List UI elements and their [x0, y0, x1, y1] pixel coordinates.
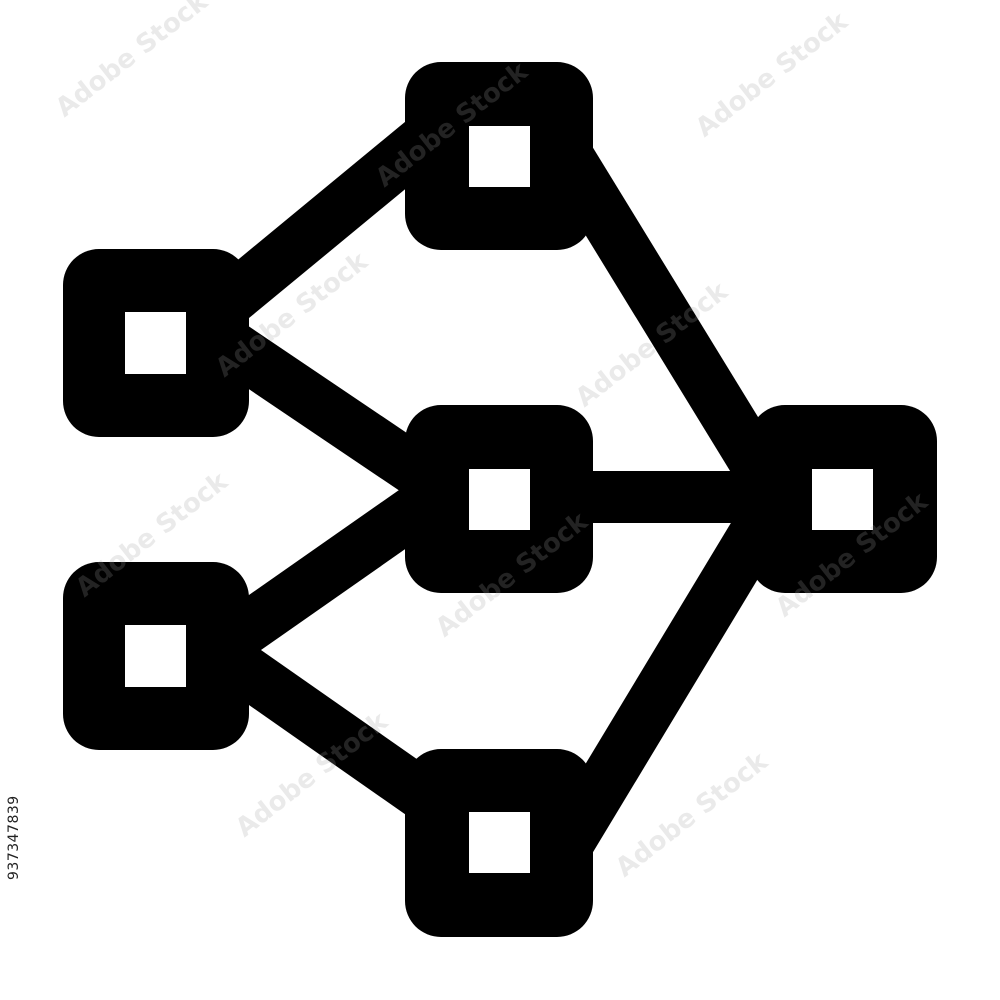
connector-left-lower-to-bottom	[215, 638, 445, 822]
connector-left-upper-to-center	[215, 323, 445, 502]
connector-top-to-right	[547, 146, 783, 484]
node-left-lower	[63, 562, 249, 750]
connector-left-lower-to-center	[215, 478, 445, 662]
node-top-center	[405, 62, 593, 250]
connector-bottom-to-right	[547, 511, 783, 854]
connector-lines	[213, 114, 790, 854]
node-right	[749, 405, 937, 593]
node-left-upper	[63, 249, 249, 437]
stock-id-label: 937347839	[6, 795, 22, 880]
connector-left-upper-to-top	[213, 114, 447, 321]
node-center	[405, 405, 593, 593]
node-bottom-center	[405, 749, 593, 937]
